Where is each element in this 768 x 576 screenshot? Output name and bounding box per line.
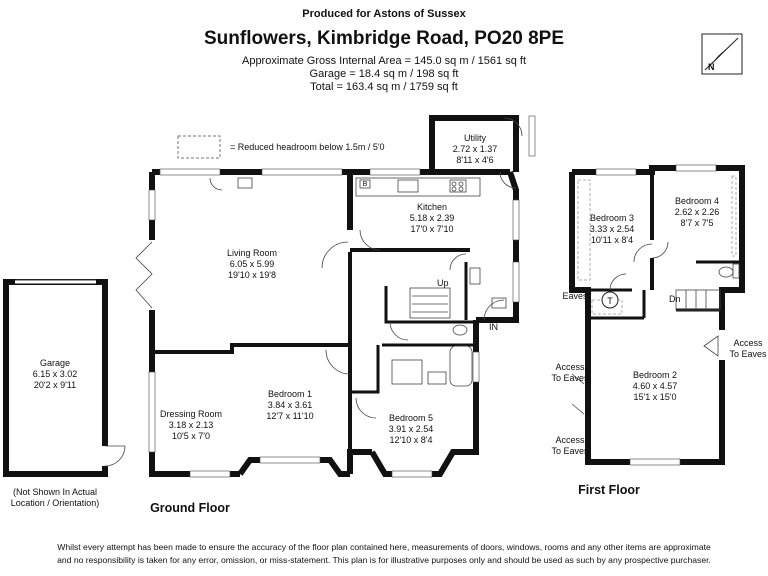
bedroom2-metric: 4.60 x 4.57	[633, 381, 678, 391]
living-room-imperial: 19'10 x 19'8	[228, 270, 276, 280]
utility-metric: 2.72 x 1.37	[453, 144, 498, 154]
bedroom1-name: Bedroom 1	[268, 389, 312, 399]
first-floor-windows	[595, 164, 717, 466]
garage-plan	[3, 279, 126, 477]
kitchen-name: Kitchen	[417, 202, 447, 212]
disclaimer-line2: and no responsibility is taken for any e…	[57, 555, 711, 565]
eaves-label: Eaves	[562, 291, 588, 301]
access-eaves-left-bottom-line2: To Eaves	[551, 446, 589, 456]
bedroom4-metric: 2.62 x 2.26	[675, 207, 720, 217]
entrance-label: IN	[489, 322, 498, 332]
garage-metric: 6.15 x 3.02	[33, 369, 78, 379]
stairs-down-label: Dn	[669, 294, 681, 304]
tank-icon	[601, 291, 619, 309]
bedroom3-metric: 3.33 x 2.54	[590, 224, 635, 234]
door-swings	[209, 117, 523, 419]
stairs-up-label: Up	[437, 278, 449, 288]
first-floor-label: First Floor	[578, 483, 640, 497]
bedroom2-name: Bedroom 2	[633, 370, 677, 380]
garage-imperial: 20'2 x 9'11	[34, 380, 76, 390]
garage-name: Garage	[40, 358, 70, 368]
access-eaves-left-top-line1: Access	[555, 362, 585, 372]
access-eaves-right-line2: To Eaves	[729, 349, 767, 359]
ground-floor-label: Ground Floor	[150, 501, 230, 515]
living-room-metric: 6.05 x 5.99	[230, 259, 275, 269]
bedroom1-metric: 3.84 x 3.61	[268, 400, 313, 410]
bedroom3-name: Bedroom 3	[590, 213, 634, 223]
producer-credit: Produced for Astons of Sussex	[302, 8, 466, 20]
bifold-doors	[135, 240, 155, 310]
dressing-room-metric: 3.18 x 2.13	[169, 420, 214, 430]
first-floor-fixtures	[571, 241, 740, 415]
compass-icon: N	[701, 33, 743, 75]
kitchen-imperial: 17'0 x 7'10	[411, 224, 454, 234]
living-room-name: Living Room	[227, 248, 277, 258]
bedroom2-imperial: 15'1 x 15'0	[634, 392, 677, 402]
utility-name: Utility	[464, 133, 486, 143]
bedroom4-name: Bedroom 4	[675, 196, 719, 206]
bedroom4-imperial: 8'7 x 7'5	[681, 218, 714, 228]
bedroom5-metric: 3.91 x 2.54	[389, 424, 434, 434]
access-eaves-right-line1: Access	[733, 338, 763, 348]
utility-imperial: 8'11 x 4'6	[456, 155, 493, 165]
reduced-headroom-swatch	[177, 135, 221, 159]
garage-note-line1: (Not Shown In Actual	[13, 487, 97, 497]
access-eaves-left-bottom-line1: Access	[555, 435, 585, 445]
bedroom5-name: Bedroom 5	[389, 413, 433, 423]
disclaimer-line1: Whilst every attempt has been made to en…	[57, 542, 711, 552]
bedroom1-imperial: 12'7 x 11'10	[266, 411, 313, 421]
first-floor-plan	[569, 165, 745, 465]
bedroom5-imperial: 12'10 x 8'4	[390, 435, 433, 445]
legend-text: = Reduced headroom below 1.5m / 5'0	[230, 142, 385, 152]
tank-label: T	[607, 296, 613, 306]
property-title: Sunflowers, Kimbridge Road, PO20 8PE	[203, 28, 565, 49]
dressing-room-name: Dressing Room	[160, 409, 222, 419]
boiler-mark: B	[363, 181, 368, 188]
bedroom3-imperial: 10'11 x 8'4	[591, 235, 633, 245]
ground-floor-windows	[148, 115, 536, 478]
dressing-room-imperial: 10'5 x 7'0	[172, 431, 210, 441]
gross-area: Approximate Gross Internal Area = 145.0 …	[241, 55, 526, 67]
total-area: Total = 163.4 sq m / 1759 sq ft	[310, 81, 458, 93]
kitchen-metric: 5.18 x 2.39	[410, 213, 455, 223]
compass-n-label: N	[708, 62, 715, 72]
access-eaves-left-top-line2: To Eaves	[551, 373, 589, 383]
garage-note-line2: Location / Orientation)	[11, 498, 100, 508]
ground-floor-fixtures	[237, 177, 507, 387]
garage-area: Garage = 18.4 sq m / 198 sq ft	[309, 68, 459, 80]
